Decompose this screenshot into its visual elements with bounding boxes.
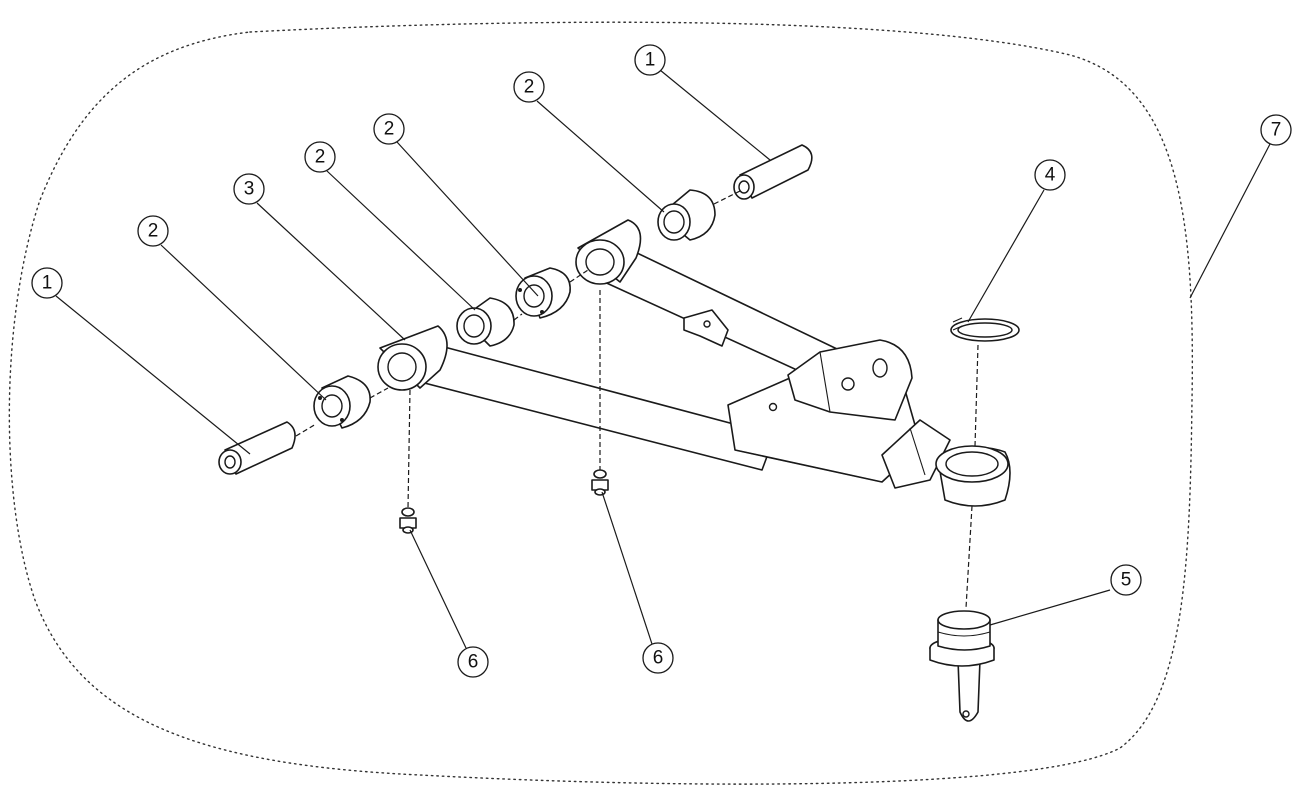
grease-fitting-right bbox=[591, 469, 609, 496]
callout-label: 1 bbox=[645, 50, 656, 71]
callout-1-right: 1 bbox=[634, 44, 666, 76]
a-arm bbox=[377, 219, 1011, 507]
callout-4: 4 bbox=[1034, 159, 1066, 191]
callout-label: 5 bbox=[1121, 570, 1132, 591]
bushing-middle bbox=[456, 297, 515, 347]
callout-label: 4 bbox=[1045, 165, 1056, 186]
callout-label: 2 bbox=[315, 147, 326, 168]
callout-label: 2 bbox=[148, 221, 159, 242]
bushing-left bbox=[313, 375, 371, 429]
callout-2-top: 2 bbox=[513, 71, 545, 103]
callout-6-right: 6 bbox=[642, 642, 674, 674]
callout-7: 7 bbox=[1260, 114, 1292, 146]
leader-lines bbox=[55, 69, 1271, 649]
pin-left bbox=[218, 421, 296, 475]
assembly-centerlines bbox=[295, 190, 979, 609]
snap-ring bbox=[950, 317, 1020, 342]
grease-fitting-left bbox=[399, 507, 417, 534]
callout-label: 6 bbox=[653, 648, 664, 669]
callout-2-left: 2 bbox=[137, 215, 169, 247]
callout-label: 7 bbox=[1271, 120, 1282, 141]
callout-3: 3 bbox=[233, 173, 265, 205]
callout-label: 1 bbox=[42, 273, 53, 294]
bushing-upper bbox=[515, 267, 571, 319]
callout-label: 2 bbox=[384, 119, 395, 140]
callout-1-left: 1 bbox=[31, 267, 63, 299]
callout-2-upper: 2 bbox=[373, 113, 405, 145]
callout-label: 3 bbox=[244, 179, 255, 200]
ball-joint bbox=[929, 610, 995, 722]
callout-label: 2 bbox=[524, 77, 535, 98]
callout-label: 6 bbox=[468, 652, 479, 673]
bushing-top bbox=[657, 189, 716, 241]
callout-2-middle: 2 bbox=[304, 141, 336, 173]
pin-right bbox=[733, 144, 813, 200]
callout-6-left: 6 bbox=[457, 646, 489, 678]
assembly-boundary bbox=[8, 21, 1194, 785]
callout-5: 5 bbox=[1110, 564, 1142, 596]
